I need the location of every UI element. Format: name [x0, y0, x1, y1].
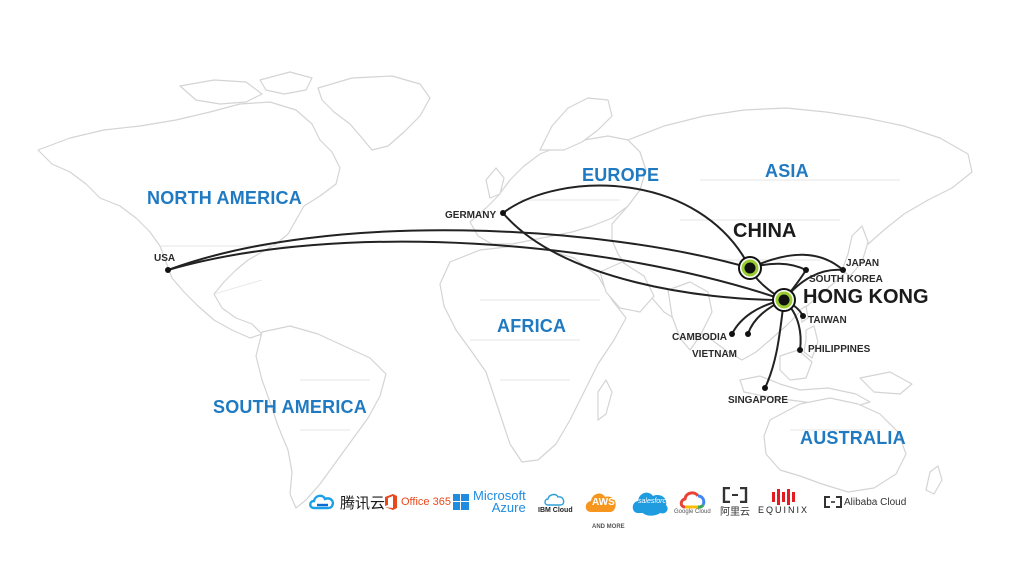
- endpoint-dots: [165, 210, 846, 391]
- google-cloud-text: Google Cloud: [674, 509, 711, 515]
- hub-markers: [738, 256, 796, 312]
- salesforce-icon: [632, 492, 668, 516]
- south-america-shape: [255, 325, 387, 509]
- new-guinea-shape: [859, 371, 913, 395]
- windows-icon: [453, 494, 469, 510]
- label-north-america: NORTH AMERICA: [147, 188, 302, 208]
- route-germany-hongkong: [502, 212, 785, 301]
- label-philippines: PHILIPPINES: [808, 344, 871, 355]
- label-australia: AUSTRALIA: [800, 428, 906, 448]
- scandinavia-shape: [539, 97, 613, 151]
- label-hong-kong: HONG KONG: [803, 286, 929, 308]
- tencent-cloud-text: 腾讯云: [340, 494, 386, 512]
- label-china: CHINA: [733, 220, 797, 242]
- arctic-islands-shape: [179, 79, 263, 105]
- arctic-islands-shape-2: [259, 71, 313, 95]
- azure-text-line2: Azure: [491, 500, 526, 515]
- office-icon: [385, 494, 397, 510]
- partner-logos: 腾讯云 Office 365 Microsoft Azure I: [300, 484, 910, 520]
- azure-text-line1: Microsoft: [473, 488, 526, 503]
- label-vietnam: VIETNAM: [692, 349, 737, 360]
- madagascar-shape: [597, 379, 613, 421]
- greenland-shape: [317, 75, 431, 151]
- and-more-label: AND MORE: [592, 524, 625, 530]
- label-japan: JAPAN: [846, 258, 880, 269]
- connection-lines: [167, 184, 844, 389]
- philippines-shape: [803, 325, 819, 359]
- china-hub-marker: [738, 256, 762, 280]
- google-cloud-logo: Google Cloud: [674, 484, 711, 520]
- equinix-icon: [771, 489, 795, 505]
- route-usa-hongkong: [167, 240, 785, 301]
- south-korea-dot: [803, 267, 809, 273]
- north-america-shape: [37, 101, 341, 339]
- arabia-shape: [599, 261, 655, 313]
- label-africa: AFRICA: [497, 316, 567, 336]
- aws-icon: [585, 493, 616, 512]
- label-singapore: SINGAPORE: [728, 395, 789, 406]
- hongkong-hub-marker: [772, 288, 796, 312]
- ibm-cloud-logo: IBM Cloud: [538, 484, 573, 520]
- ibm-cloud-icon: [544, 493, 565, 506]
- label-germany: GERMANY: [445, 210, 497, 221]
- india-shape: [667, 281, 713, 351]
- africa-shape: [439, 245, 627, 463]
- office365-logo: Office 365: [384, 484, 451, 520]
- alibaba-cloud-logo: Alibaba Cloud: [824, 484, 906, 520]
- philippines-dot: [797, 347, 803, 353]
- equinix-logo: EQUINIX: [758, 484, 809, 520]
- label-south-america: SOUTH AMERICA: [213, 397, 367, 417]
- azure-logo: Microsoft Azure: [453, 484, 526, 520]
- equinix-text: EQUINIX: [758, 505, 810, 515]
- australia-shape: [763, 397, 907, 493]
- singapore-dot: [762, 385, 768, 391]
- land-outlines: [37, 71, 973, 509]
- vietnam-dot: [745, 331, 751, 337]
- japan-shape: [841, 225, 869, 277]
- japan-dot: [840, 267, 846, 273]
- label-south-korea: SOUTH KOREA: [809, 274, 883, 285]
- aliyun-logo: 阿里云: [720, 484, 750, 520]
- ibm-cloud-text: IBM Cloud: [538, 506, 573, 514]
- alibaba-cloud-icon: [824, 496, 842, 508]
- label-usa: USA: [154, 253, 176, 264]
- cambodia-dot: [729, 331, 735, 337]
- aliyun-icon: [722, 486, 748, 503]
- tencent-cloud-logo: 腾讯云: [308, 484, 385, 520]
- label-taiwan: TAIWAN: [808, 315, 847, 326]
- alibaba-cloud-text: Alibaba Cloud: [844, 496, 907, 508]
- route-usa-china: [167, 229, 751, 271]
- aws-logo: AWS: [584, 484, 620, 520]
- usa-dot: [165, 267, 171, 273]
- route-germany-china: [502, 184, 751, 269]
- aliyun-text: 阿里云: [720, 506, 750, 518]
- label-europe: EUROPE: [582, 165, 660, 185]
- uk-shape: [485, 167, 505, 199]
- label-asia: ASIA: [765, 161, 809, 181]
- tencent-cloud-icon: [309, 494, 335, 510]
- office365-text: Office 365: [401, 496, 451, 508]
- taiwan-dot: [800, 313, 806, 319]
- label-cambodia: CAMBODIA: [672, 332, 727, 343]
- salesforce-text: salesforce: [638, 498, 670, 505]
- google-cloud-icon: [680, 491, 706, 509]
- route-china-japan: [749, 253, 844, 271]
- new-zealand-shape: [925, 465, 943, 495]
- salesforce-logo: salesforce: [630, 484, 672, 520]
- aws-text: AWS: [592, 497, 615, 508]
- germany-dot: [500, 210, 506, 216]
